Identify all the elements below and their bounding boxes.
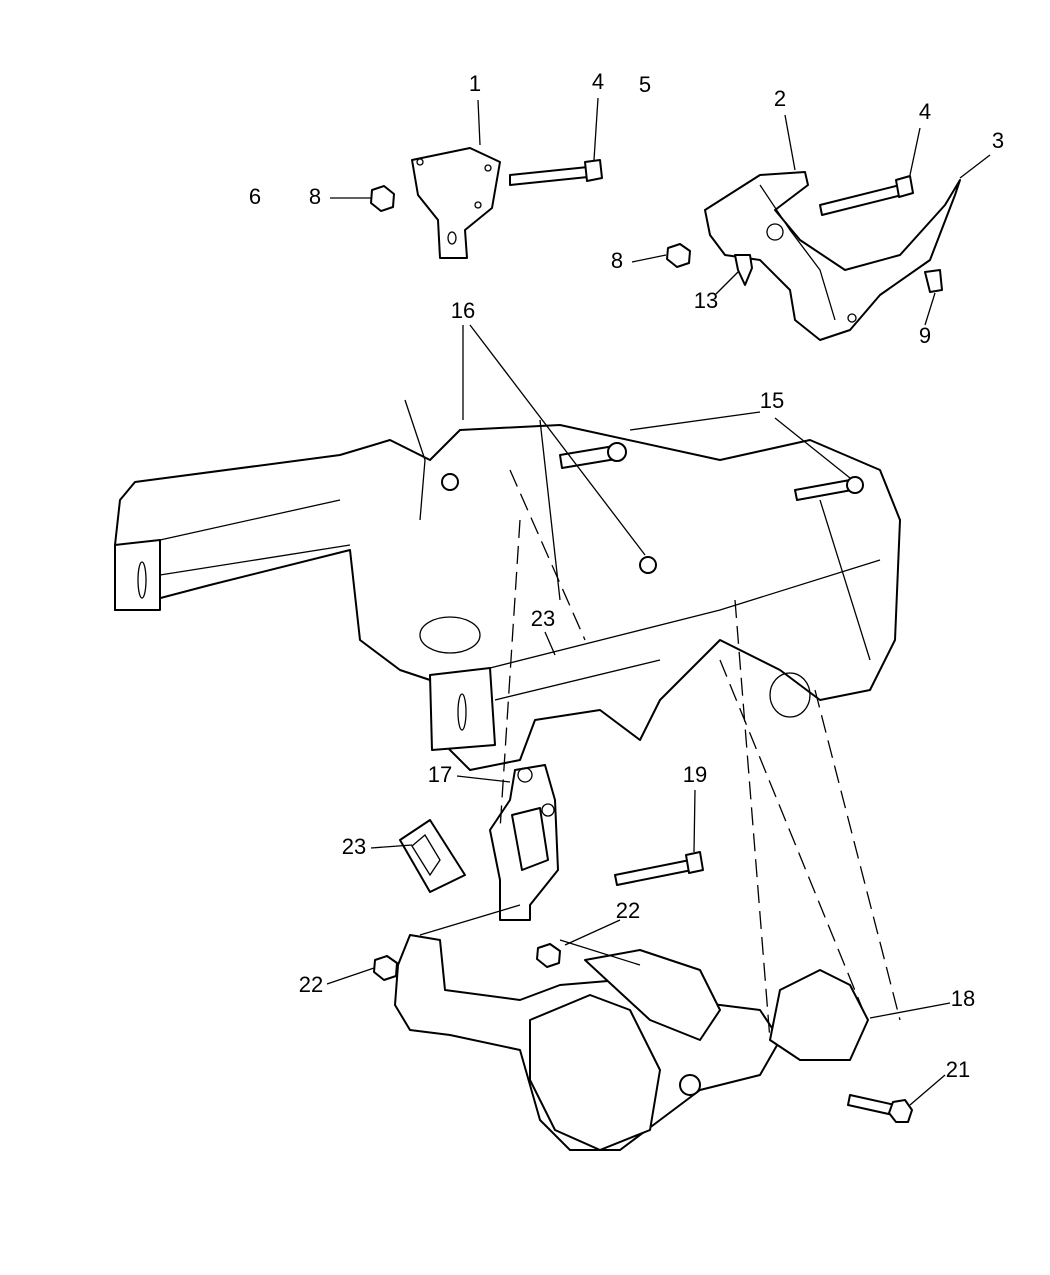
leader-lines — [326, 97, 991, 1106]
callout-21: 21 — [946, 1057, 970, 1082]
callout-8: 8 — [309, 184, 321, 209]
nut-8-lower — [666, 243, 691, 268]
bracket-2-3 — [704, 171, 961, 341]
callout-17: 17 — [428, 762, 452, 787]
bolt-19 — [614, 851, 704, 886]
callout-2: 2 — [774, 86, 786, 111]
callout-22-lower: 22 — [299, 972, 323, 997]
bolt-9 — [924, 269, 943, 293]
callout-16: 16 — [451, 298, 475, 323]
callout-3: 3 — [992, 128, 1004, 153]
callout-6: 6 — [249, 184, 261, 209]
callout-23-lower: 23 — [342, 834, 366, 859]
callout-1: 1 — [469, 71, 481, 96]
nut-22-upper — [536, 943, 561, 968]
callout-22-upper: 22 — [616, 898, 640, 923]
callout-8-lower: 8 — [611, 248, 623, 273]
bracket-1 — [411, 147, 501, 259]
mount-17 — [489, 764, 559, 921]
bolt-4 — [509, 159, 603, 186]
callout-18: 18 — [951, 986, 975, 1011]
bolt-4-right — [819, 175, 914, 216]
nut-8 — [370, 185, 395, 212]
callout-13: 13 — [694, 288, 718, 313]
callout-4-right: 4 — [919, 99, 931, 124]
frame-crossmember — [114, 399, 901, 771]
pad-23 — [399, 819, 466, 893]
callout-19: 19 — [683, 762, 707, 787]
callout-23-upper: 23 — [531, 606, 555, 631]
bolt-13 — [734, 254, 753, 286]
callout-9: 9 — [919, 323, 931, 348]
nut-22 — [373, 955, 398, 981]
callout-15: 15 — [760, 388, 784, 413]
front-axle — [394, 934, 913, 1151]
callout-4: 4 — [592, 69, 604, 94]
callout-5: 5 — [639, 72, 651, 97]
